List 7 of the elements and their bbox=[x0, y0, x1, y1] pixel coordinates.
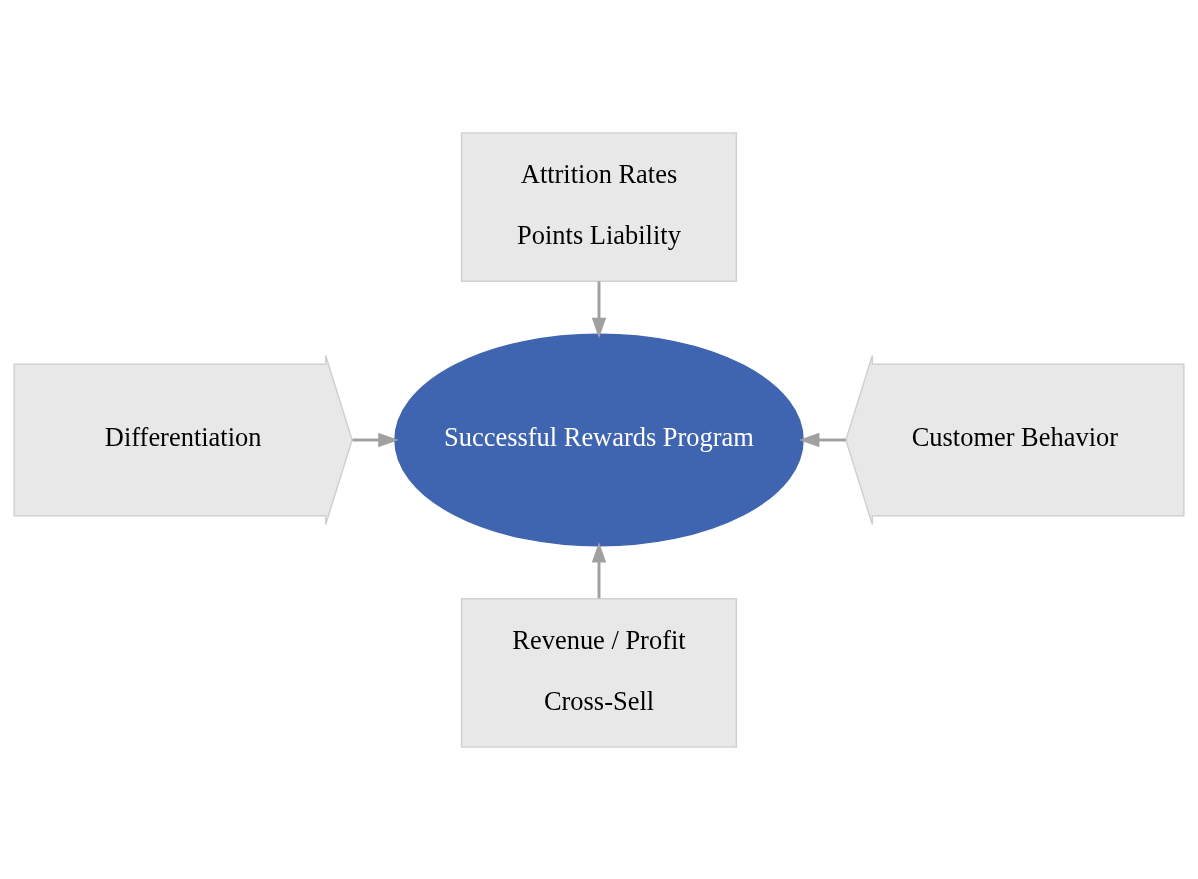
arrow bbox=[352, 432, 399, 447]
arrow bbox=[798, 432, 846, 447]
arrow bbox=[591, 280, 607, 338]
node-ellipse: Successful Rewards Program bbox=[394, 332, 804, 547]
node-box: Attrition Rates Points Liability bbox=[460, 131, 738, 282]
arrow bbox=[591, 541, 607, 598]
node-box: Revenue / Profit Cross-Sell bbox=[460, 597, 738, 748]
